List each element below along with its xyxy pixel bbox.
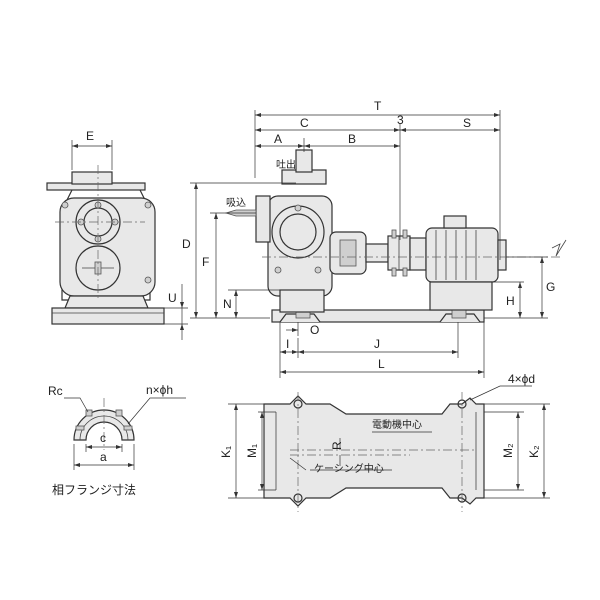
motor-center-label: 電動機中心 <box>372 418 422 431</box>
label-S: S <box>463 116 471 130</box>
label-a: a <box>100 450 107 464</box>
label-N: N <box>223 297 232 311</box>
label-K2: K₂ <box>527 445 541 458</box>
label-nh: n×ϕh <box>146 383 173 397</box>
label-C: C <box>300 116 309 130</box>
label-U: U <box>168 291 177 305</box>
dimension-F: F <box>202 212 256 318</box>
label-Rc: Rc <box>48 384 63 398</box>
label-O: O <box>310 323 319 337</box>
label-I: I <box>286 337 289 351</box>
label-K1: K₁ <box>219 446 233 458</box>
label-M2: M₂ <box>501 443 515 458</box>
flange-detail: Rc n×ϕh c a <box>48 383 186 470</box>
label-J: J <box>374 337 380 351</box>
dimension-K-M: K₁ M₁ M₂ K₂ <box>219 403 550 499</box>
dimension-U: U <box>164 284 188 340</box>
label-T: T <box>374 99 382 113</box>
label-G: G <box>546 280 555 294</box>
suction-label: 吸込 <box>226 197 246 209</box>
label-F: F <box>202 255 209 269</box>
dimension-A-B: A B <box>255 132 400 152</box>
label-R: R <box>330 441 344 450</box>
dimension-O-I-J-L: O I J L <box>279 322 485 378</box>
dimension-G-H: G H <box>484 239 567 319</box>
label-M1: M₁ <box>245 444 259 458</box>
dimension-N: N <box>223 289 282 318</box>
dimension-C-S: C S 3 <box>255 113 500 240</box>
label-A: A <box>274 132 282 146</box>
dimension-T: T <box>254 99 501 260</box>
label-B: B <box>348 132 356 146</box>
pump-side-view <box>224 149 560 323</box>
dimension-E: E <box>71 129 113 170</box>
label-3: 3 <box>397 113 404 127</box>
label-E: E <box>86 129 94 143</box>
pump-front-view <box>46 165 165 325</box>
flange-caption: 相フランジ寸法 <box>52 483 136 497</box>
casing-center-label: ケーシング中心 <box>314 462 384 475</box>
label-4d: 4×ϕd <box>508 372 535 386</box>
base-plan-view <box>263 385 532 512</box>
dimension-D: D <box>182 182 296 319</box>
label-c: c <box>100 431 106 445</box>
label-D: D <box>182 237 191 251</box>
discharge-label: 吐出 <box>276 158 296 171</box>
label-L: L <box>378 357 385 371</box>
label-H: H <box>506 294 515 308</box>
